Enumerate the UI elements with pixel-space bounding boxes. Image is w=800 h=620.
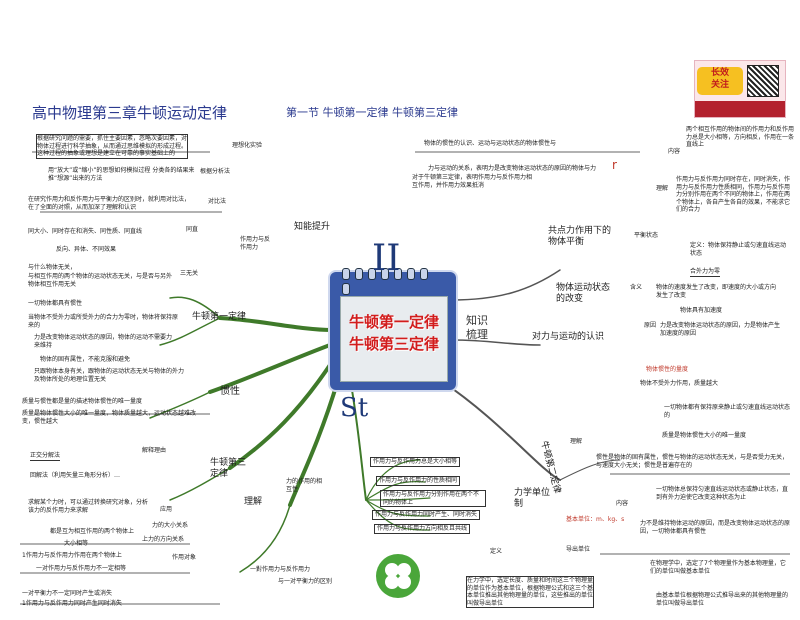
- cover-line-2: 牛顿第三定律: [348, 335, 439, 353]
- force-obj-2-label: 一對作用力与反作用力: [250, 566, 311, 573]
- branch-third-law: 牛顿第三定律: [210, 458, 247, 480]
- third-law-note: 两个相互作用的物体间的作用力和反作用力总是大小相等，方向相反，作用在一条直线上: [686, 126, 795, 148]
- all-inertia-note: 一切物体都具有惯性: [28, 300, 83, 307]
- big-letter-bottom: St: [340, 393, 369, 423]
- force-and-motion-label: 对力与运动的认识: [532, 332, 605, 342]
- meaning-label: 含义: [630, 284, 643, 291]
- derived-unit-label: 导出单位: [566, 546, 591, 553]
- balance-force-label: 与一对平衡力的区别: [278, 578, 333, 585]
- inertia-right-note: 一切物体都有保持原来静止或匀速直线运动状态的: [664, 404, 791, 419]
- force-rel-item-5: 作用力与反作用力方向相反且共线: [374, 524, 471, 534]
- orthogonal-note: 回解法（利用矢量三角形分析）…: [30, 472, 121, 479]
- qr-code-icon: [747, 65, 779, 97]
- interaction-force-label: 力的作用的相互性: [286, 478, 323, 493]
- explanation-label: 理解: [656, 185, 669, 192]
- balanced-note-2: 1作用力与反作用力同时产生同时消失: [22, 600, 122, 607]
- action-reaction-note: 作用力与反作用力同时存在，同时消失，作用力与反作用力性质相同，作用力与反作用力分…: [676, 176, 791, 213]
- mass-measure-note: 质量与惯性都是量的描述物体惯性的唯一量度: [22, 398, 143, 405]
- opposite-note: 反向、异体、不同效果: [56, 246, 117, 253]
- branch-inertia: 惯性: [220, 386, 240, 397]
- force-rel-item-3: 作用力与反作用力分别作用在两个不同的物体上: [380, 490, 486, 507]
- size-relation-label: 力的大小关系: [152, 522, 189, 529]
- branch-application: 应用: [160, 506, 173, 513]
- analysis-method-note: 用“放大”或“缩小”的思想如何模拟过程 分类各的结果来推“想源”出来的方法: [48, 167, 195, 182]
- unrelated-note: 与什么物体无关，: [28, 264, 77, 271]
- derived-explain-note: 由基本单位根据物理公式推导出来的其他物理量的单位叫做导出单位: [656, 592, 789, 607]
- reason-note: 力是改变物体运动状态的原因，力是物体产生加速度的原因: [660, 322, 781, 337]
- binder-rings: [342, 268, 442, 295]
- action-note: 1作用力与反作用力作用在两个物体上: [22, 552, 122, 559]
- branch-understanding: 理解: [244, 497, 263, 507]
- promo-badge: 长效关注: [697, 67, 743, 95]
- cover-image: 牛顿第一定律 牛顿第三定律: [340, 296, 448, 382]
- solve-note: 求解某个力时，可以通过转换研究对象，分析该力的反作用力来求解: [28, 499, 149, 514]
- main-title: 高中物理第三章牛顿运动定律: [32, 104, 228, 122]
- force-relation-note: 力与运动的关系，表明力是改变物体运动状态的原因的物体与力: [428, 165, 597, 172]
- balanced-note-1: 一对平衡力不一定同时产生或消失: [22, 590, 113, 597]
- knowledge-review-label: 知识梳理: [466, 314, 488, 341]
- action-note-2: 一对作用力与反作用力不一定相等: [36, 565, 127, 572]
- same-line-label: 同直: [186, 226, 199, 233]
- key-property-label: 解释理由: [142, 447, 167, 454]
- unrelated-note-2: 与相互作用的两个物体的运动状态无关，与是否与另外物体相互作用无关: [28, 273, 173, 288]
- force-eq-note: 物体的惯性的认识、运动与运动状态的物体惯性与: [424, 140, 557, 147]
- inertia-measure-note: 质量是物体惯性大小的唯一量度: [662, 432, 747, 439]
- balance-state-label: 平衡状态: [634, 232, 659, 239]
- force-rel-item-1: 作用力与反作用力总是大小相等: [370, 457, 461, 467]
- force-obj-label: 作用力与反作用力: [240, 236, 271, 251]
- nature-of-force-note: 物体的固有属性，不能克服和避免: [40, 356, 131, 363]
- balance-definition: 定义：物体保持静止或匀速直线运动状态: [690, 242, 787, 257]
- content-label: 内容: [668, 148, 681, 155]
- clover-logo-icon: [376, 554, 420, 598]
- force-unit-label: 力学单位制: [514, 488, 551, 510]
- content-2-label: 内容: [616, 500, 629, 507]
- direction-relation-label: 上力的方向关系: [142, 536, 185, 543]
- ideal-experiment-label: 理想化实验: [232, 142, 263, 149]
- force-changes-note: 力是改变物体运动状态的原因，物体的运动不需要力来维持: [34, 334, 173, 349]
- central-cover-card: 牛顿第一定律 牛顿第三定律: [330, 268, 456, 390]
- base-units-label: 基本单位：m、kg、s: [566, 516, 625, 523]
- only-depends-note: 只跟物体本身有关，跟物体的运动状态无关与物体的外力及物体所处的地理位置无关: [34, 368, 185, 383]
- balanced-note: 对于牛顿第三定律，表明作用力与反作用力相互作用，并作用力效果抵消: [412, 174, 533, 189]
- velocity-change-note: 物体的速度发生了改变，即速度的大小或方向发生了改变: [656, 284, 777, 299]
- r-mark: r: [612, 158, 617, 172]
- action-object-label: 作用对象: [172, 554, 197, 561]
- promo-footer: [695, 101, 785, 117]
- three-differences-label: 三无关: [180, 270, 199, 277]
- same-size-note: 同大小、同时存在和消失、同性质、同直线: [28, 228, 143, 235]
- derived-note: 在物理学中，选定了7个物理量作为基本物理量，它们的单位叫做基本单位: [650, 560, 786, 575]
- compare-note: 在研究作用力和反作用力与平衡力的区别时，就利用对比法，在了全面的对照，从而加深了…: [28, 196, 191, 211]
- intro-note: 根据研究问题的需要，抓住主要因素，忽略次要因素，对物体过程进行科学抽象，从而通过…: [36, 134, 188, 159]
- force-change-cause-note: 力不是维持物体运动的原因，而是改变物体运动状态的原因，一切物体都具有惯性: [640, 520, 791, 535]
- understand-right-label: 理解: [570, 438, 583, 445]
- resultant-label: 合外力为零: [690, 268, 721, 277]
- section-title: 第一节 牛顿第一定律 牛顿第三定律: [286, 106, 458, 119]
- unit-system-note: 在力学中，选定长度、质量和时间这三个物理量的单位作为基本单位，根据物理公式和这三…: [466, 576, 594, 608]
- motion-change-label: 物体运动状态的改变: [556, 283, 611, 305]
- acceleration-source-label: 物体具有加速度: [680, 307, 723, 314]
- all-happen-note: 都是互为相互作用的两个物体上: [50, 528, 135, 535]
- promo-ad[interactable]: 长效关注: [694, 60, 786, 118]
- contrast-method-label: 对比法: [208, 198, 227, 205]
- unit-note: 物体不受外力作用，质量越大: [640, 380, 719, 387]
- inertia-property-note: 惯性是物体的固有属性，惯性与物体的运动状态无关，与是否受力无关，与速度大小无关；…: [596, 454, 789, 469]
- methods-label: 根据分析法: [200, 168, 231, 175]
- force-rel-item-4: 作用力与反作用力同时产生、同时消失: [372, 510, 481, 520]
- second-law-content: 一切物体总保持匀速直线运动状态或静止状态，直到有外力迫使它改变这种状态为止: [656, 486, 789, 501]
- no-force-note: 当物体不受外力或所受外力的合力为零时，物体将保持原来的: [28, 314, 179, 329]
- cover-line-1: 牛顿第一定律: [348, 313, 439, 331]
- knowledge-up-label: 知能提升: [294, 222, 331, 232]
- orthogonal-label: 正交分解法: [30, 452, 61, 461]
- big-letter-top: II: [372, 238, 401, 279]
- reason-label: 原因: [644, 322, 657, 329]
- size-same-note: 大小相等: [64, 540, 89, 547]
- common-force-plane-label: 共点力作用下的物体平衡: [548, 226, 612, 248]
- force-rel-item-2: 作用力与反作用力的性质相同: [376, 476, 461, 486]
- bigger-mass-note: 质量是物体惯性大小的唯一量度，物体质量越大，运动状态越难改变，惯性越大: [22, 410, 197, 425]
- mass-measure-right: 物体惯性的量度: [646, 366, 689, 373]
- definition-label: 定义: [490, 548, 503, 555]
- branch-first-law: 牛顿第一定律: [192, 312, 247, 322]
